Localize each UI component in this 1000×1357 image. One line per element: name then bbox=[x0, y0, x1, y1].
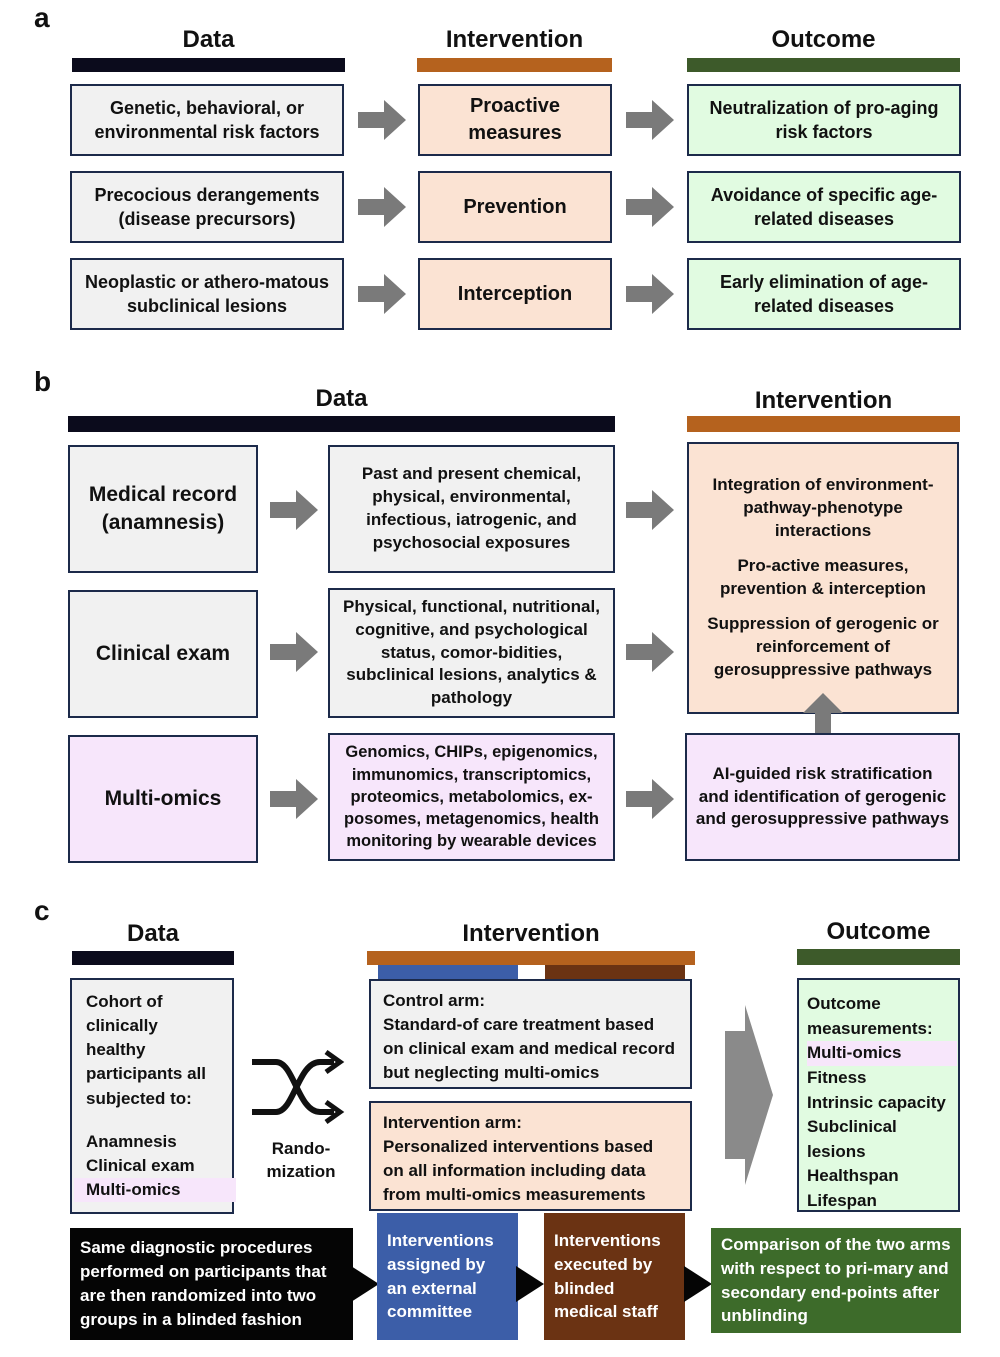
panel-b-source-clinical-exam: Clinical exam bbox=[68, 590, 258, 718]
arrow-right-icon bbox=[626, 100, 674, 140]
panel-b-data-header: Data bbox=[315, 385, 368, 412]
panel-c-assign-bar bbox=[378, 965, 518, 979]
panel-c-data-header: Data bbox=[126, 920, 180, 947]
panel-c-outcome-box: Outcome measurements: Multi-omics Fitnes… bbox=[797, 978, 960, 1212]
panel-b-source-multi-omics: Multi-omics bbox=[68, 735, 258, 863]
panel-a-row1-data: Genetic, behavioral, or environmental ri… bbox=[70, 84, 344, 156]
panel-b-intervention-box: Integration of environment-pathway-pheno… bbox=[687, 442, 959, 714]
big-arrow-right-icon bbox=[725, 1005, 773, 1185]
panel-b-intervention-item-2: Pro-active measures, prevention & interc… bbox=[720, 556, 926, 598]
panel-a-row1-intervention: Proactive measures bbox=[418, 84, 612, 156]
panel-a-intervention-bar bbox=[417, 58, 612, 72]
arrow-right-icon bbox=[358, 100, 406, 140]
panel-c-step-comparison: Comparison of the two arms with respect … bbox=[711, 1228, 961, 1333]
panel-c-outcome-header: Outcome bbox=[826, 918, 931, 945]
panel-a-intervention-header: Intervention bbox=[445, 26, 584, 53]
panel-b-source-medical-record: Medical record (anamnesis) bbox=[68, 445, 258, 573]
panel-c-step-executed: Interventions executed by blinded medica… bbox=[544, 1213, 685, 1340]
shuffle-icon bbox=[252, 1049, 345, 1125]
panel-c-data-bar bbox=[72, 951, 234, 965]
arrow-right-icon bbox=[270, 490, 318, 530]
arrow-right-icon bbox=[684, 1266, 712, 1302]
panel-c-step-assigned: Interventions assigned by an external co… bbox=[377, 1213, 518, 1340]
arrow-right-icon bbox=[351, 1266, 379, 1302]
panel-a-outcome-bar bbox=[687, 58, 960, 72]
panel-c-outcome-item-lifespan: Lifespan bbox=[807, 1191, 877, 1211]
panel-c-outcome-item-subclinical-lesions: Subclinical lesions bbox=[807, 1117, 897, 1161]
panel-c-outcome-title: Outcome measurements: bbox=[807, 994, 933, 1038]
panel-a-outcome-header: Outcome bbox=[771, 26, 876, 53]
panel-c-intervention-text: Personalized interventions based on all … bbox=[383, 1137, 654, 1205]
panel-c-cohort-item-multi-omics: Multi-omics bbox=[74, 1177, 236, 1202]
panel-a-letter: a bbox=[34, 2, 50, 33]
panel-c-cohort-text: Cohort of clinically healthy participant… bbox=[86, 992, 206, 1108]
arrow-right-icon bbox=[358, 274, 406, 314]
panel-c-intervention-header: Intervention bbox=[462, 920, 600, 947]
panel-c-cohort-item-clinical-exam: Clinical exam bbox=[86, 1155, 195, 1175]
panel-a-data-header: Data bbox=[182, 26, 235, 53]
panel-a-row3-intervention: Interception bbox=[418, 258, 612, 330]
arrow-right-icon bbox=[626, 632, 674, 672]
panel-c-intervention-bar bbox=[367, 951, 695, 965]
panel-c-step-diagnostic: Same diagnostic procedures performed on … bbox=[70, 1228, 353, 1340]
panel-c-cohort-item-anamnesis: Anamnesis bbox=[86, 1131, 177, 1151]
panel-c-cohort-box: Cohort of clinically healthy participant… bbox=[70, 978, 236, 1214]
panel-b-detail-clinical-exam: Physical, functional, nutritional, cogni… bbox=[328, 588, 615, 718]
panel-a-row2-intervention: Prevention bbox=[418, 171, 612, 243]
panel-b-data-bar bbox=[68, 416, 615, 432]
panel-c-outcome-item-multi-omics: Multi-omics bbox=[807, 1041, 957, 1066]
panel-c-control-text: Standard-of care treatment based on clin… bbox=[383, 1015, 675, 1083]
arrow-right-icon bbox=[626, 779, 674, 819]
panel-c-intervention-title: Intervention arm: bbox=[383, 1113, 522, 1132]
arrow-right-icon bbox=[270, 632, 318, 672]
panel-b-intervention-header: Intervention bbox=[754, 387, 893, 414]
panel-a-data-bar bbox=[72, 58, 345, 72]
arrow-right-icon bbox=[358, 187, 406, 227]
panel-c-intervention-arm-box: Intervention arm: Personalized intervent… bbox=[369, 1101, 692, 1211]
panel-b-intervention-item-1: Integration of environment-pathway-pheno… bbox=[712, 475, 934, 541]
panel-c-outcome-item-healthspan: Healthspan bbox=[807, 1166, 899, 1186]
panel-b-ai-box: AI-guided risk stratification and identi… bbox=[685, 733, 960, 861]
panel-a-row3-outcome: Early elimination of age-related disease… bbox=[687, 258, 961, 330]
panel-b-detail-medical-record: Past and present chemical, physical, env… bbox=[328, 445, 615, 573]
panel-b-detail-multi-omics: Genomics, CHIPs, epigenomics, immunomics… bbox=[328, 733, 615, 861]
panel-c-execute-bar bbox=[545, 965, 685, 979]
arrow-right-icon bbox=[516, 1266, 544, 1302]
panel-c-control-title: Control arm: bbox=[383, 991, 485, 1010]
panel-c-outcome-bar bbox=[797, 949, 960, 965]
panel-c-outcome-item-fitness: Fitness bbox=[807, 1067, 867, 1087]
panel-a-row2-data: Precocious derangements (disease precurs… bbox=[70, 171, 344, 243]
panel-a-row3-data: Neoplastic or athero-matous subclinical … bbox=[70, 258, 344, 330]
arrow-right-icon bbox=[270, 779, 318, 819]
arrow-right-icon bbox=[626, 187, 674, 227]
panel-b-letter: b bbox=[34, 366, 52, 397]
panel-c-outcome-item-intrinsic-capacity: Intrinsic capacity bbox=[807, 1092, 946, 1112]
arrow-up-icon bbox=[803, 693, 843, 737]
arrow-right-icon bbox=[626, 490, 674, 530]
arrow-right-icon bbox=[626, 274, 674, 314]
panel-b-intervention-bar bbox=[687, 416, 960, 432]
panel-c-control-arm-box: Control arm: Standard-of care treatment … bbox=[369, 979, 692, 1089]
panel-c-letter: c bbox=[34, 895, 50, 926]
panel-b-intervention-item-3: Suppression of gerogenic or reinforcemen… bbox=[707, 613, 939, 679]
panel-c-randomization-label: Rando-mization bbox=[266, 1139, 336, 1181]
panel-a-row1-outcome: Neutralization of pro-aging risk factors bbox=[687, 84, 961, 156]
panel-a-row2-outcome: Avoidance of specific age-related diseas… bbox=[687, 171, 961, 243]
